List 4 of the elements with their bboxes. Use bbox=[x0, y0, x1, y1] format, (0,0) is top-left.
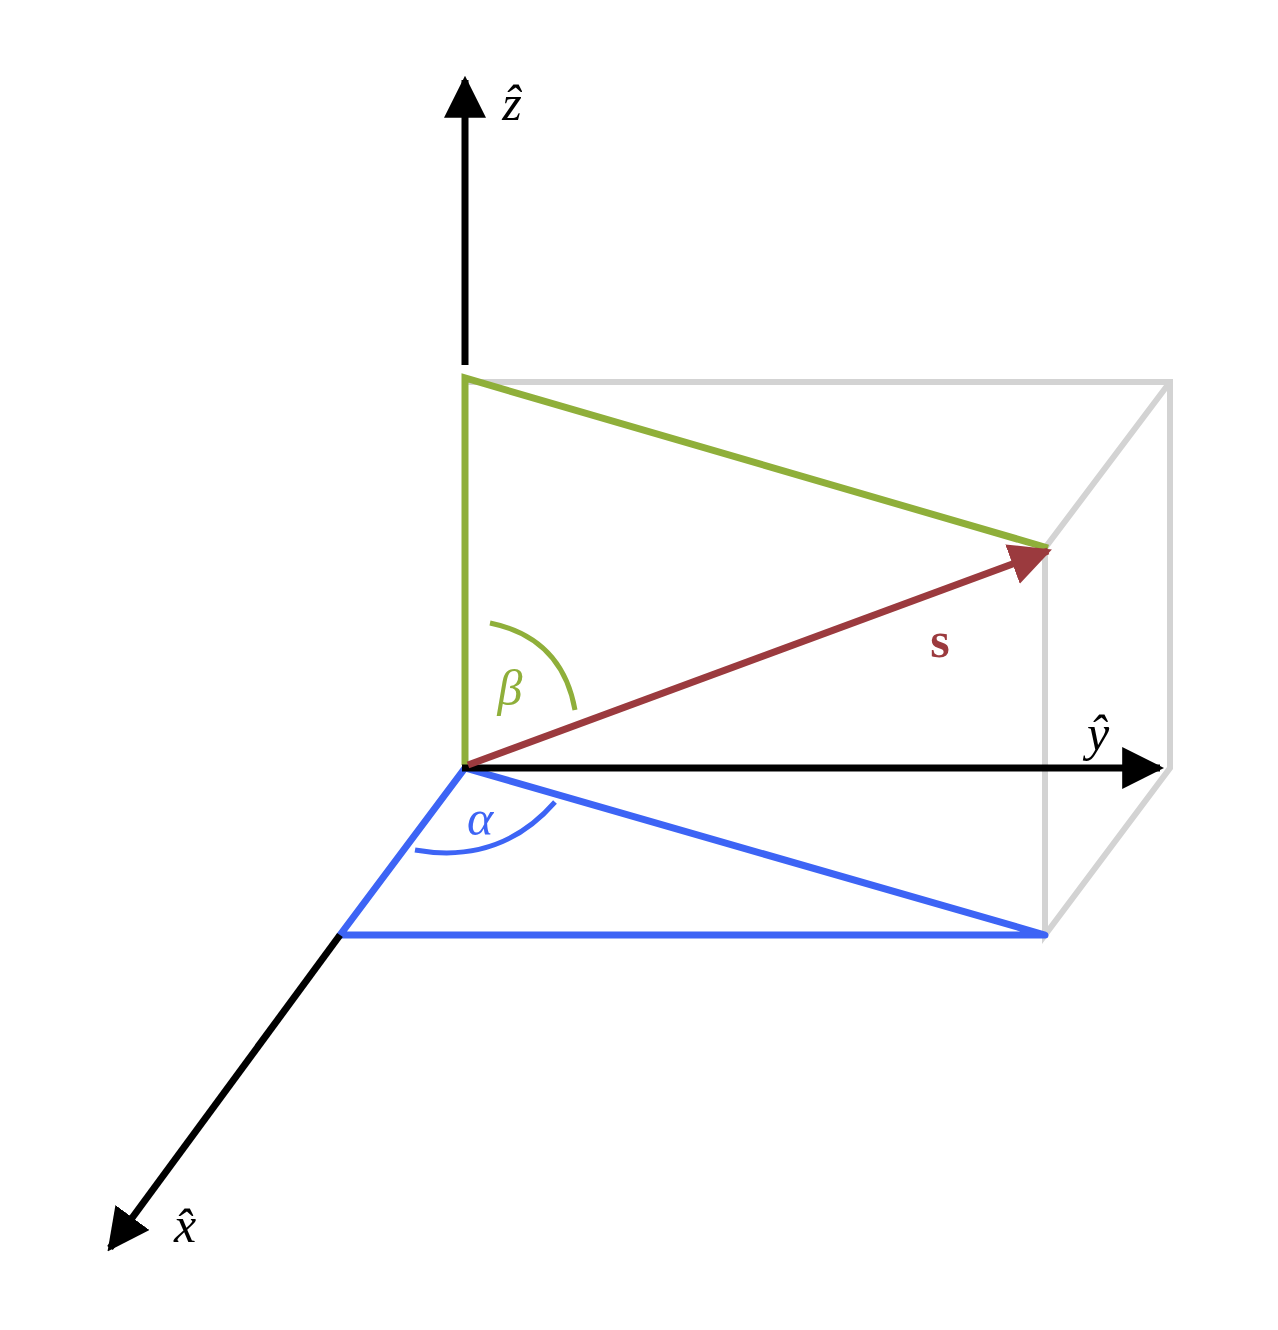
axis-label: x̂ bbox=[173, 1200, 197, 1250]
vector-label: s bbox=[930, 615, 950, 665]
axis-label: ẑ bbox=[502, 78, 522, 128]
angle-label: α bbox=[466, 793, 494, 843]
